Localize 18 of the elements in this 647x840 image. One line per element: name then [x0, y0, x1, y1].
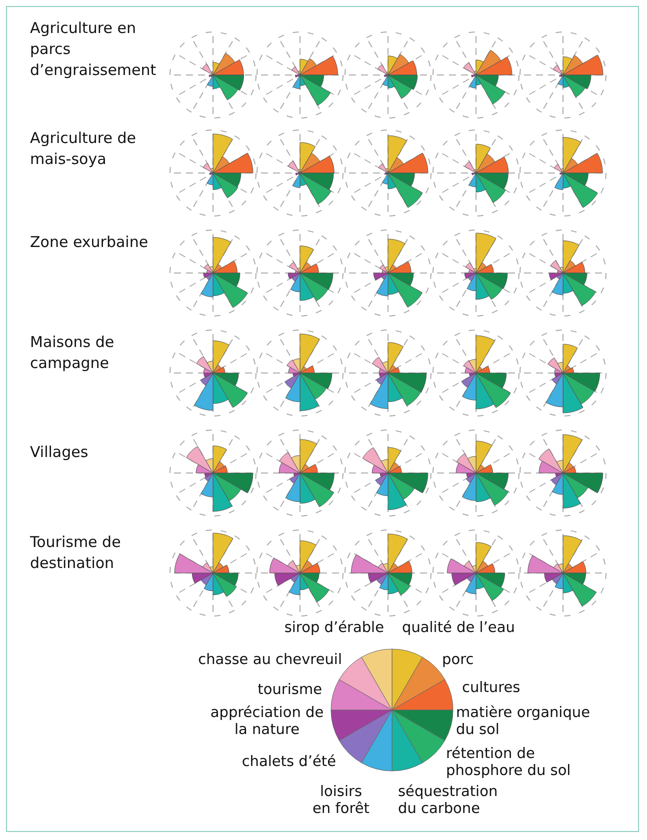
- legend-label: chalets d’été: [242, 754, 336, 771]
- legend-label: appréciation de la nature: [209, 705, 325, 739]
- row-label: Agriculture de mais-soya: [30, 128, 138, 170]
- legend-label: cultures: [462, 680, 520, 697]
- legend-label: séquestration du carbone: [398, 784, 499, 818]
- row-label: Agriculture en parcs d’engraissement: [30, 18, 158, 81]
- legend-label: loisirs en forêt: [312, 784, 370, 818]
- row-label: Maisons de campagne: [30, 332, 116, 374]
- row-label: Tourisme de destination: [30, 532, 122, 574]
- legend-label: tourisme: [258, 682, 322, 699]
- row-label: Zone exurbaine: [30, 232, 150, 253]
- legend-label: matière organique du sol: [456, 705, 592, 739]
- legend-label: chasse au chevreuil: [198, 652, 342, 669]
- row-label: Villages: [30, 442, 90, 463]
- legend-label: sirop d’érable: [284, 620, 384, 637]
- legend-label: porc: [442, 652, 474, 669]
- legend-label: rétention de phosphore du sol: [446, 746, 572, 780]
- legend-label: qualité de l’eau: [402, 620, 515, 637]
